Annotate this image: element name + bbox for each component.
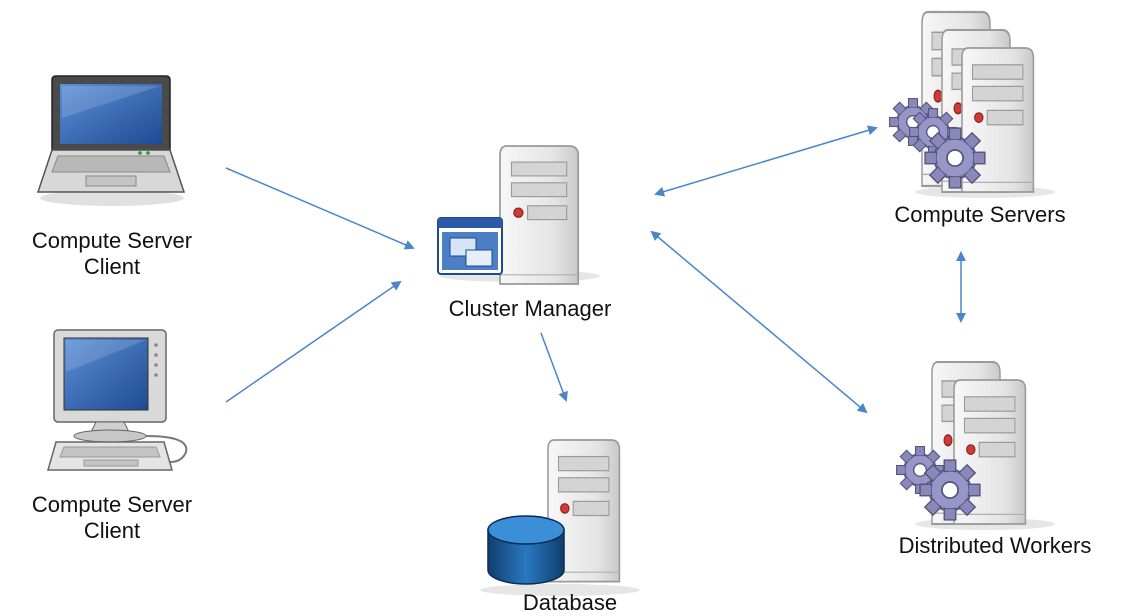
desktop-client-label-line2: Client [83, 518, 141, 543]
arrow-desktop-to-manager [225, 280, 402, 403]
laptop-client-label-line1: Compute Server [31, 228, 193, 253]
arrow-laptop-to-manager [225, 167, 415, 250]
cluster-manager-label: Cluster Manager [448, 296, 612, 321]
database-label: Database [522, 590, 618, 615]
compute-servers-label: Compute Servers [894, 202, 1066, 227]
laptop-client-label-line2: Client [83, 254, 141, 279]
server-stack-with-gears-icon [895, 360, 1055, 530]
server-with-database-icon [480, 439, 640, 596]
arrow-manager-to-database [540, 332, 568, 402]
laptop-client-label: Compute Server Client [2, 228, 222, 280]
arrow-manager-distributed-workers [650, 230, 868, 414]
desktop-client-label-line1: Compute Server [31, 492, 193, 517]
desktop-client-label: Compute Server Client [2, 492, 222, 544]
distributed-workers-label: Distributed Workers [898, 533, 1092, 558]
server-stack-with-gears-icon [888, 10, 1055, 198]
server-with-window-icon [437, 145, 600, 285]
desktop-computer-icon [47, 329, 188, 471]
laptop-icon [36, 75, 186, 206]
arrow-manager-compute-servers [654, 125, 878, 197]
